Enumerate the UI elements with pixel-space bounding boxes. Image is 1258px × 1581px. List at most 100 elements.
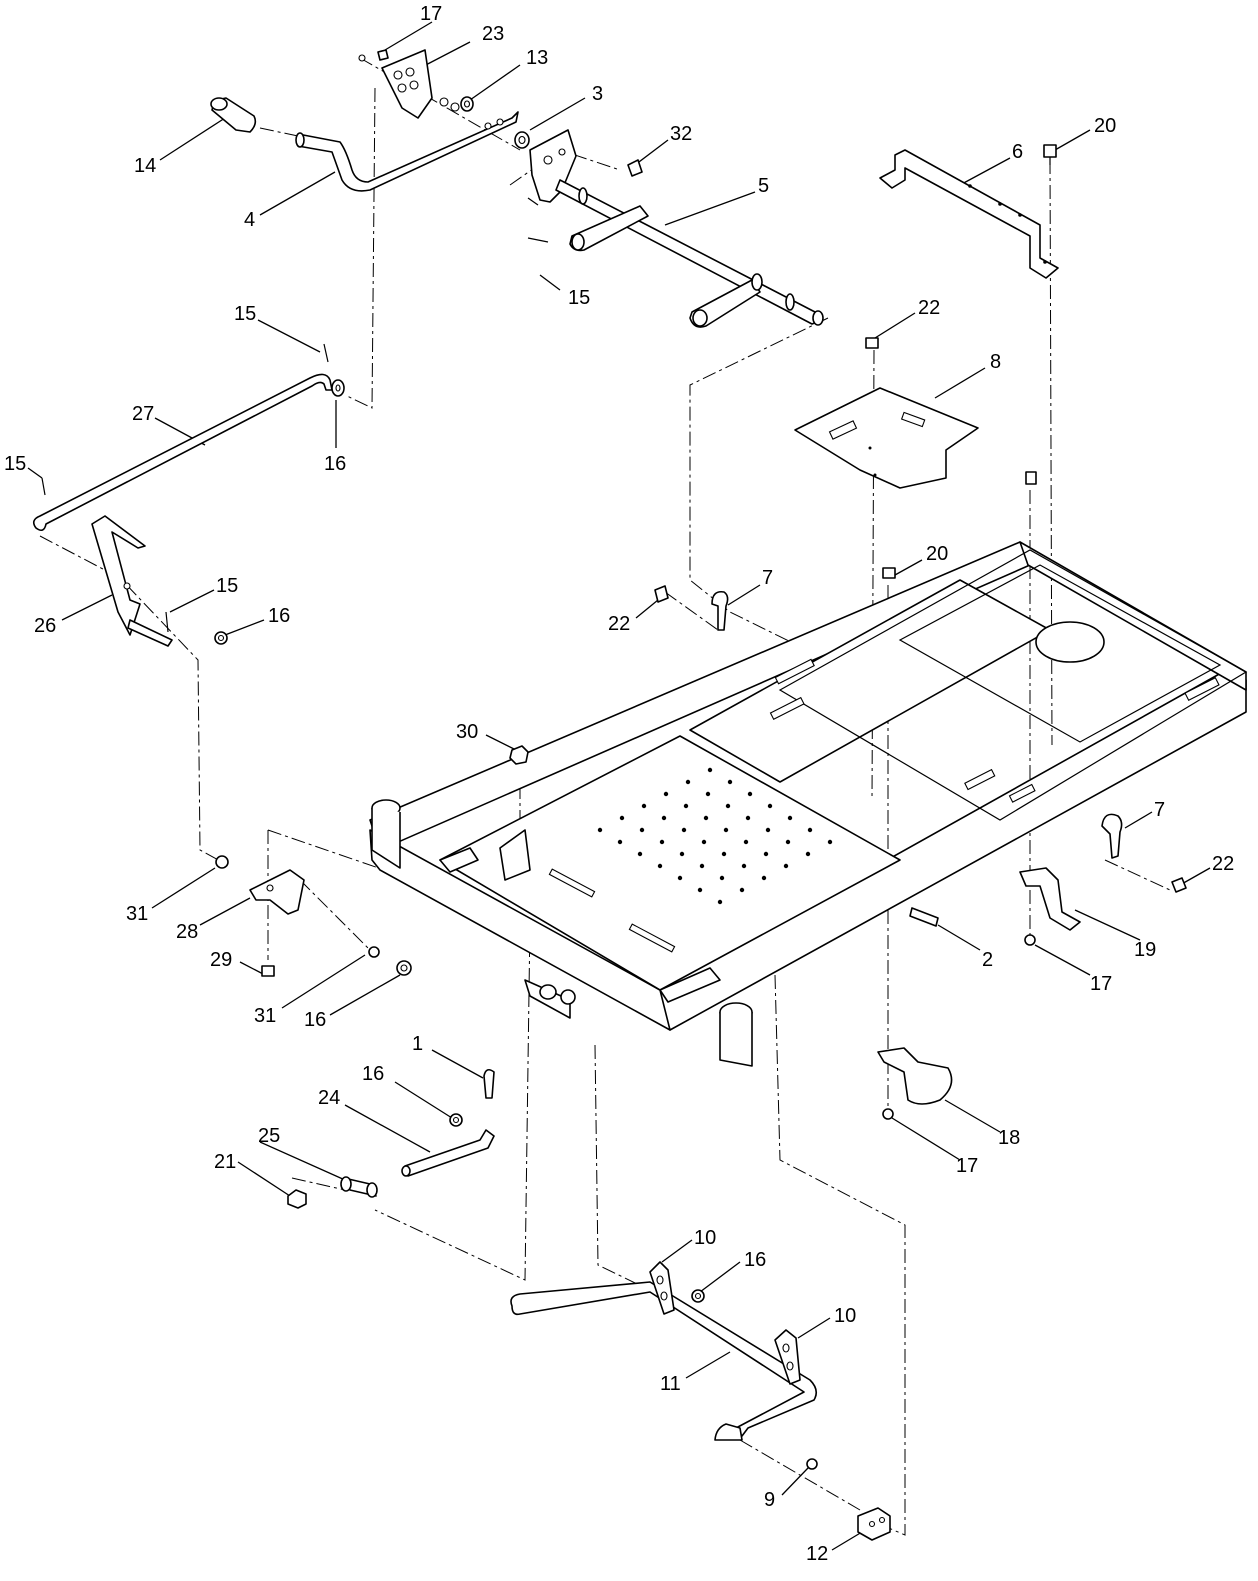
callout-16-c: 16 [304, 1009, 326, 1031]
callout-13: 13 [526, 47, 548, 69]
nut-17-lower [882, 1108, 894, 1120]
callout-8: 8 [990, 351, 1001, 373]
pin-15-mid [165, 611, 169, 633]
callout-15-c: 15 [4, 453, 26, 475]
callout-22-a: 22 [918, 297, 940, 319]
bolt-20-top [1043, 144, 1057, 165]
bracket-28 [249, 869, 305, 915]
callout-9: 9 [764, 1489, 775, 1511]
callout-14: 14 [134, 155, 156, 177]
callout-15-a: 15 [568, 287, 590, 309]
leader-lines [27, 21, 1211, 1551]
callout-19: 19 [1134, 939, 1156, 961]
bolt-29 [261, 965, 275, 977]
nut-31-upper [215, 855, 229, 869]
callout-4: 4 [244, 209, 255, 231]
callout-16-d: 16 [362, 1063, 384, 1085]
callout-1: 1 [412, 1033, 423, 1055]
shaft-11 [510, 1281, 818, 1441]
callout-16-a: 16 [324, 453, 346, 475]
callout-11: 11 [660, 1373, 681, 1395]
callout-27: 27 [132, 403, 154, 425]
arm-10-upper [649, 1261, 675, 1315]
callout-18: 18 [998, 1127, 1020, 1149]
bracket-19 [1019, 867, 1081, 931]
callout-31-b: 31 [254, 1005, 276, 1027]
bolt-22-top [865, 337, 879, 349]
callout-7-b: 7 [1154, 799, 1165, 821]
callout-21: 21 [214, 1151, 236, 1173]
arm-10-lower [774, 1329, 801, 1385]
pin-15-left [41, 477, 46, 496]
rod-27 [32, 373, 333, 532]
main-frame [369, 541, 1248, 1067]
callout-17-c: 17 [956, 1155, 978, 1177]
floor-perforations [597, 767, 833, 905]
callout-30: 30 [456, 721, 478, 743]
lever-26 [91, 515, 173, 647]
callout-26: 26 [34, 615, 56, 637]
grip-14 [210, 97, 257, 133]
callout-25: 25 [258, 1125, 280, 1147]
callout-15-d: 15 [216, 575, 238, 597]
callout-17-b: 17 [1090, 973, 1112, 995]
nut-30 [509, 745, 529, 765]
callout-22-c: 22 [1212, 853, 1234, 875]
bolt-top-right [1025, 471, 1037, 485]
callout-22-b: 22 [608, 613, 630, 635]
callout-2: 2 [982, 949, 993, 971]
callout-16-e: 16 [744, 1249, 766, 1271]
callout-29: 29 [210, 949, 232, 971]
callout-31-a: 31 [126, 903, 148, 925]
nut-17-mid [1024, 934, 1036, 946]
callout-10-a: 10 [694, 1227, 716, 1249]
clip-1 [483, 1068, 495, 1099]
callout-20-a: 20 [1094, 115, 1116, 137]
washer-16-bottom [691, 1289, 705, 1303]
callout-32: 32 [670, 123, 692, 145]
hardware-17-top [358, 49, 460, 112]
callout-24: 24 [318, 1087, 340, 1109]
callout-20-b: 20 [926, 543, 948, 565]
callout-labels: 17 23 13 3 32 14 4 5 15 6 20 22 8 15 27 … [4, 3, 1234, 1565]
pin-15-upper [323, 343, 329, 363]
bolt-32 [627, 159, 643, 177]
block-12 [857, 1507, 891, 1541]
pivot-bracket [529, 129, 577, 203]
bracket-18 [877, 1047, 953, 1105]
plate-8 [794, 387, 979, 489]
lever-4 [295, 111, 519, 192]
callout-3: 3 [592, 83, 603, 105]
rod-24 [401, 1129, 495, 1177]
sleeve-25 [340, 1176, 378, 1198]
nut-21 [287, 1189, 307, 1209]
callout-17-a: 17 [420, 3, 442, 25]
bolt-22-left [654, 585, 669, 603]
washer-16-lower [449, 1113, 463, 1127]
washer-3 [514, 131, 530, 149]
nut-31-lower [368, 946, 380, 958]
bolt-22-right [1171, 877, 1187, 893]
washer-16-mid [214, 631, 228, 645]
callout-23: 23 [482, 23, 504, 45]
washer-16-upper [331, 379, 345, 397]
nut-9 [806, 1458, 818, 1470]
bolt-20-mid [882, 567, 896, 579]
shaft-5 [527, 179, 824, 328]
callout-6: 6 [1012, 141, 1023, 163]
callout-7-a: 7 [762, 567, 773, 589]
callout-12: 12 [806, 1543, 828, 1565]
callout-28: 28 [176, 921, 198, 943]
pin-2 [909, 907, 939, 927]
callout-15-b: 15 [234, 303, 256, 325]
callout-16-b: 16 [268, 605, 290, 627]
clip-7-right [1101, 813, 1123, 859]
bracket-23 [381, 49, 433, 119]
callout-10-b: 10 [834, 1305, 856, 1327]
washer-16-left [396, 960, 412, 976]
washer-13 [460, 96, 474, 112]
callout-5: 5 [758, 175, 769, 197]
bracket-6 [879, 149, 1059, 279]
clip-7-upper [711, 590, 729, 631]
